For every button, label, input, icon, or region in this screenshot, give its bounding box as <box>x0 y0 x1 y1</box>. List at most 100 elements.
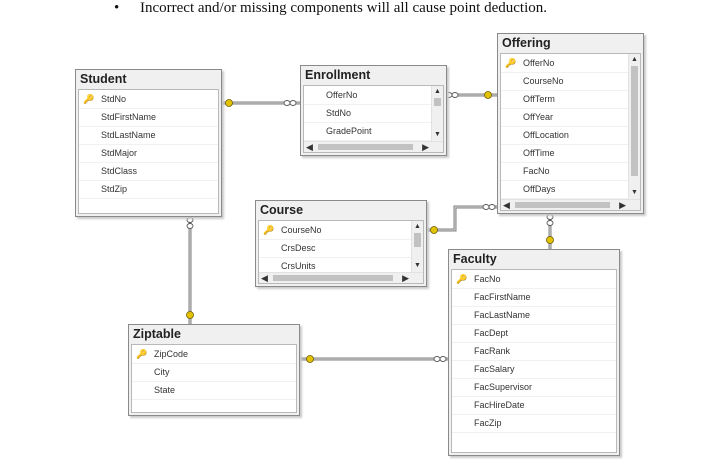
vertical-scrollbar[interactable]: ▲▼ <box>411 221 423 272</box>
column-name: FacZip <box>474 418 502 428</box>
column-row[interactable]: OffYear <box>501 108 628 127</box>
relationship-offering-enrollment[interactable] <box>445 91 497 99</box>
one-end-key-icon <box>306 355 314 363</box>
many-end-infinity-icon <box>283 100 297 106</box>
scroll-left-icon[interactable]: ◀ <box>306 142 313 152</box>
column-name: CourseNo <box>523 76 564 86</box>
scroll-right-icon[interactable]: ▶ <box>619 200 626 210</box>
scroll-left-icon[interactable]: ◀ <box>503 200 510 210</box>
column-row[interactable]: FacHireDate <box>452 396 616 415</box>
one-end-key-icon <box>186 311 194 319</box>
column-name: FacSupervisor <box>474 382 533 392</box>
scroll-thumb[interactable] <box>414 233 421 247</box>
column-name: OffTime <box>523 148 555 158</box>
column-name: StdLastName <box>101 130 156 140</box>
vertical-scrollbar[interactable]: ▲▼ <box>431 86 443 141</box>
table-title: Faculty <box>453 252 497 266</box>
horizontal-scrollbar[interactable]: ◀▶ <box>259 272 423 283</box>
primary-key-icon: 🔑 <box>83 94 95 104</box>
primary-key-icon: 🔑 <box>505 58 517 68</box>
column-row[interactable]: FacDept <box>452 324 616 343</box>
one-end-key-icon <box>430 226 438 234</box>
scroll-thumb[interactable] <box>515 202 610 208</box>
column-row[interactable]: City <box>132 363 296 382</box>
column-row[interactable]: OffTime <box>501 144 628 163</box>
scroll-up-icon[interactable]: ▲ <box>631 56 638 63</box>
column-row[interactable]: FacSalary <box>452 360 616 379</box>
horizontal-scrollbar[interactable]: ◀▶ <box>501 199 640 210</box>
column-name: FacLastName <box>474 310 531 320</box>
column-row[interactable]: OffDays <box>501 180 628 199</box>
many-end-infinity-icon <box>433 356 447 362</box>
column-name: FacRank <box>474 346 511 356</box>
vertical-scrollbar[interactable]: ▲▼ <box>628 54 640 199</box>
table-title: Course <box>260 203 304 217</box>
column-row[interactable]: 🔑FacNo <box>452 270 616 289</box>
column-row[interactable]: FacLastName <box>452 306 616 325</box>
column-row[interactable]: FacRank <box>452 342 616 361</box>
column-name: FacNo <box>523 166 550 176</box>
column-row[interactable]: 🔑 StdNo <box>79 90 218 109</box>
column-row[interactable]: 🔑ZipCode <box>132 345 296 364</box>
column-row[interactable]: GradePoint <box>304 122 431 141</box>
column-row[interactable]: 🔑OfferNo <box>501 54 628 73</box>
scroll-left-icon[interactable]: ◀ <box>261 273 268 283</box>
column-name: OffTerm <box>523 94 555 104</box>
column-name: StdNo <box>101 94 127 104</box>
column-row[interactable]: OffLocation <box>501 126 628 145</box>
relationship-faculty-offering[interactable] <box>546 212 554 249</box>
column-row[interactable]: FacFirstName <box>452 288 616 307</box>
column-row[interactable]: FacSupervisor <box>452 378 616 397</box>
column-row[interactable]: FacZip <box>452 414 616 433</box>
scroll-up-icon[interactable]: ▲ <box>434 88 441 95</box>
connector-line-inner <box>425 206 497 231</box>
scroll-thumb[interactable] <box>318 144 413 150</box>
primary-key-icon: 🔑 <box>263 225 275 235</box>
scroll-thumb[interactable] <box>434 98 441 106</box>
scroll-thumb[interactable] <box>631 66 638 176</box>
scroll-down-icon[interactable]: ▼ <box>414 262 421 269</box>
column-row[interactable]: State <box>132 381 296 400</box>
column-row[interactable]: StdNo <box>304 104 431 123</box>
column-row[interactable]: OffTerm <box>501 90 628 109</box>
column-row[interactable]: StdLastName <box>79 126 218 145</box>
bullet-glyph: • <box>114 0 120 16</box>
relationship-ziptable-faculty[interactable] <box>298 355 448 363</box>
column-row[interactable]: OfferNo <box>304 86 431 105</box>
scroll-right-icon[interactable]: ▶ <box>402 273 409 283</box>
instruction-text: Incorrect and/or missing components will… <box>140 0 547 16</box>
column-name: ZipCode <box>154 349 189 359</box>
column-name: CourseNo <box>281 225 322 235</box>
scroll-up-icon[interactable]: ▲ <box>414 223 421 230</box>
column-row[interactable]: CourseNo <box>501 72 628 91</box>
column-name: FacFirstName <box>474 292 531 302</box>
column-name: CrsDesc <box>281 243 316 253</box>
column-row[interactable]: StdFirstName <box>79 108 218 127</box>
column-row[interactable]: StdClass <box>79 162 218 181</box>
column-name: OfferNo <box>326 90 358 100</box>
scroll-thumb[interactable] <box>273 275 393 281</box>
column-row[interactable]: StdMajor <box>79 144 218 163</box>
column-row[interactable]: FacNo <box>501 162 628 181</box>
relationship-course-offering[interactable] <box>425 204 497 234</box>
column-row[interactable]: CrsDesc <box>259 239 411 258</box>
many-end-infinity-icon <box>445 92 459 98</box>
scroll-down-icon[interactable]: ▼ <box>434 131 441 138</box>
relationship-ziptable-student[interactable] <box>186 215 194 324</box>
relationship-student-enrollment[interactable] <box>220 99 300 107</box>
scroll-right-icon[interactable]: ▶ <box>422 142 429 152</box>
horizontal-scrollbar[interactable]: ◀▶ <box>304 141 443 152</box>
scroll-down-icon[interactable]: ▼ <box>631 189 638 196</box>
column-row[interactable]: StdZip <box>79 180 218 199</box>
column-row[interactable]: 🔑 CourseNo <box>259 221 411 240</box>
